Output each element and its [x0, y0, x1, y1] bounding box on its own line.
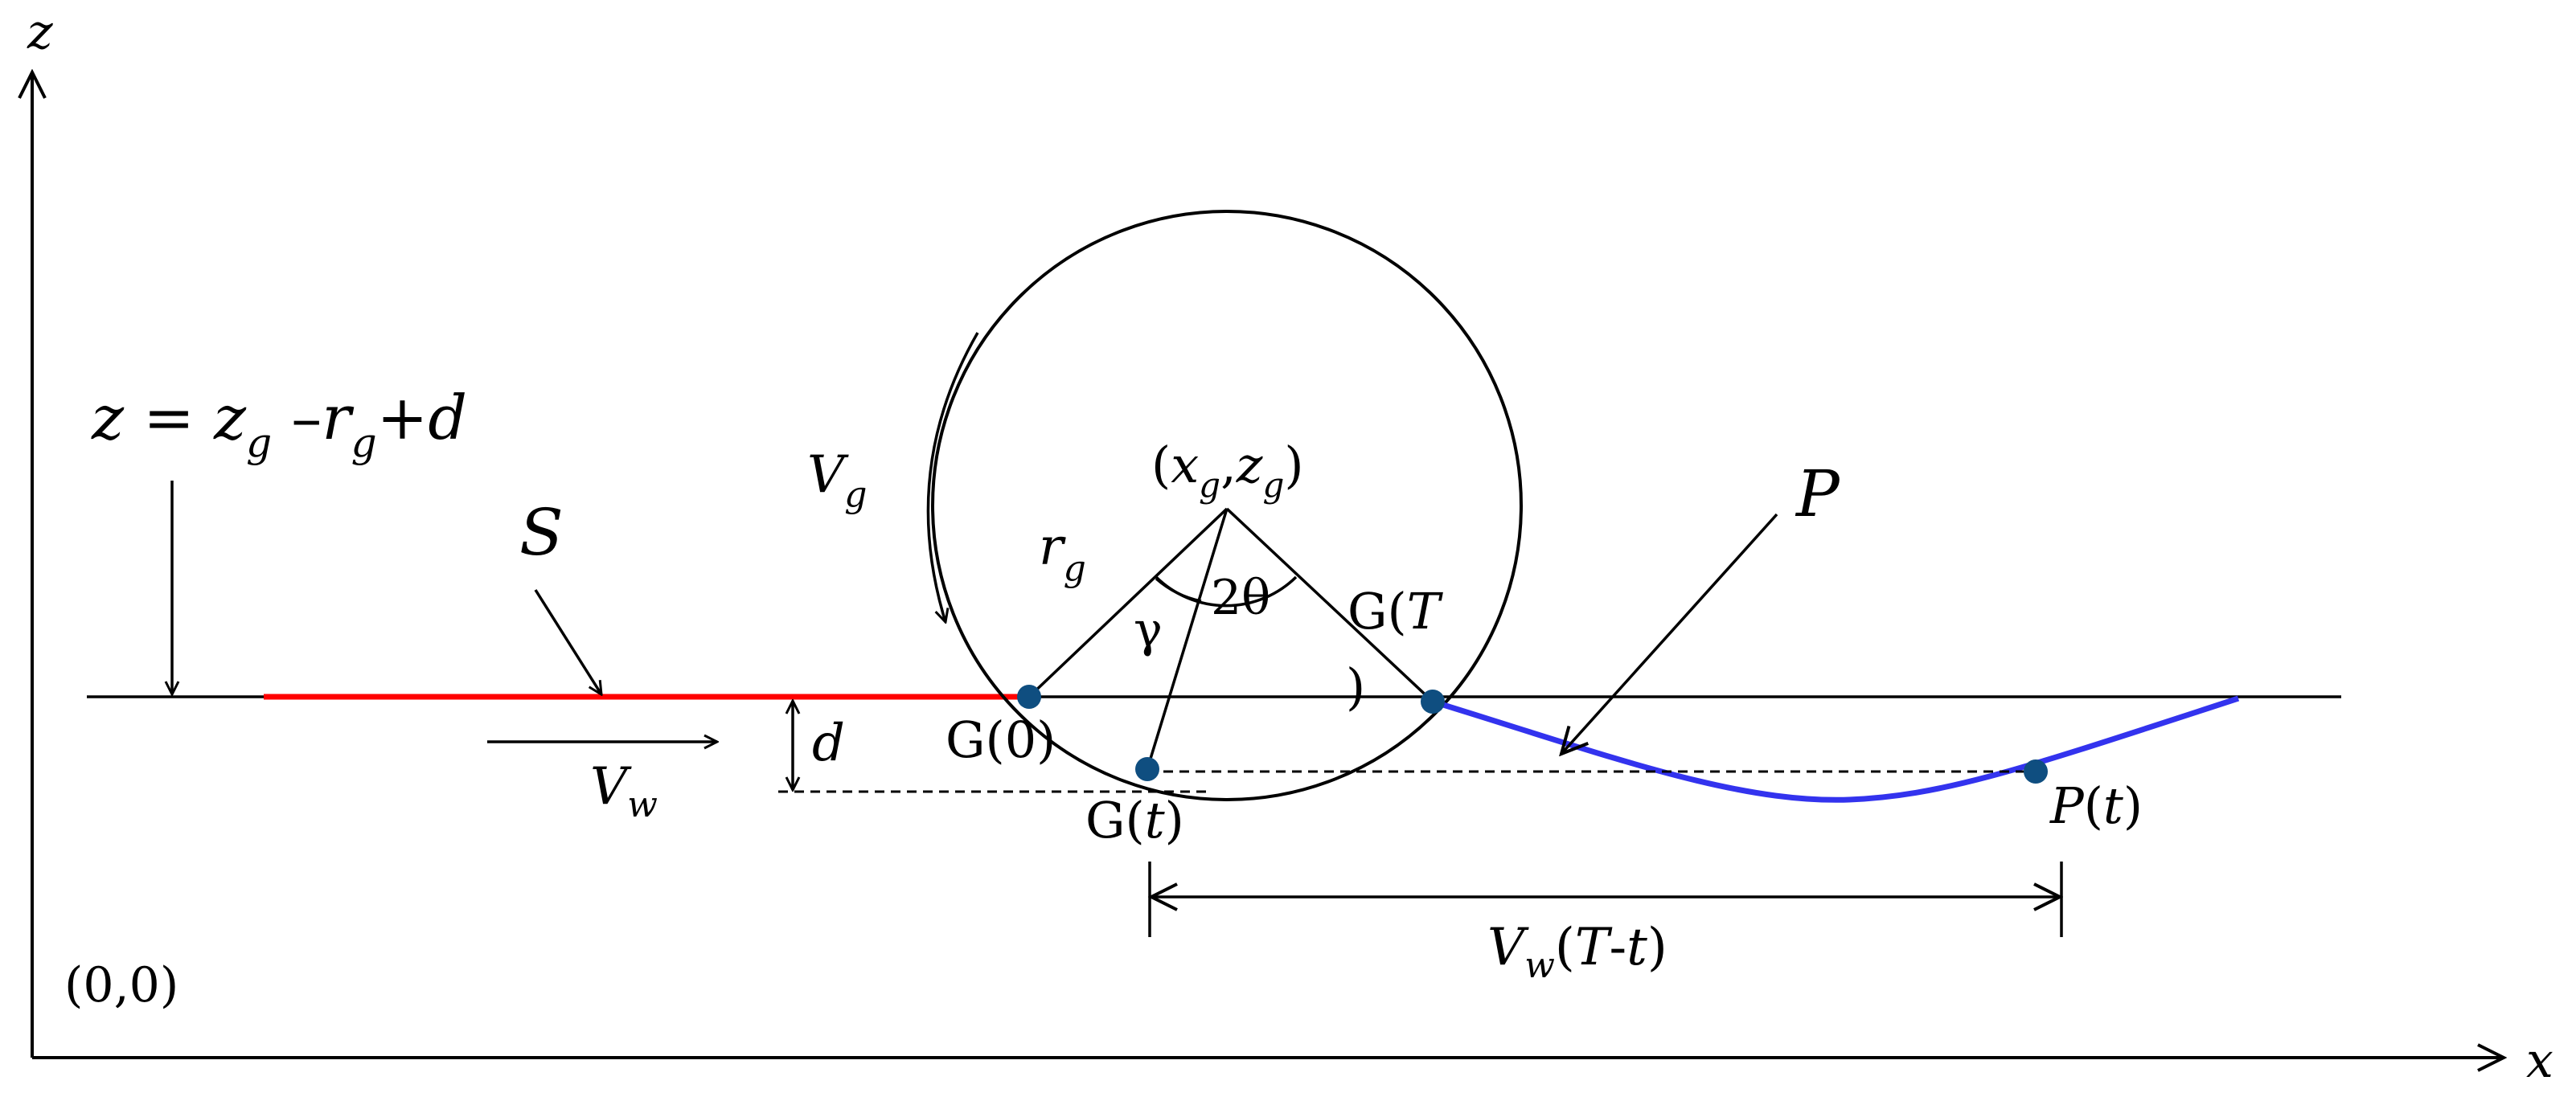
g0-label: G(0) — [945, 710, 1056, 769]
gT-label-close: ) — [1346, 657, 1365, 716]
point-g0 — [1017, 685, 1041, 709]
radius-line-gT — [1225, 507, 1434, 703]
origin-label: (0,0) — [64, 957, 178, 1013]
angle-arc-2theta — [1155, 575, 1298, 608]
wheel-center-label: (xg,zg) — [1151, 436, 1304, 505]
cut-level-equation: z = zg –rg+d — [91, 382, 467, 466]
z-axis-label: z — [27, 4, 53, 60]
radius-label: rg — [1039, 518, 1086, 589]
radius-line-g0 — [1028, 507, 1229, 698]
point-gt — [1135, 757, 1159, 781]
profile-label: P — [1795, 456, 1840, 531]
gt-label: G(t) — [1085, 791, 1184, 849]
distance-label: Vw(T-t) — [1487, 918, 1667, 986]
profile-pointer — [1561, 513, 1778, 754]
point-pt — [2024, 759, 2048, 784]
grinding-wheel — [931, 210, 1523, 801]
surface-pointer — [534, 589, 601, 694]
gamma-label: γ — [1134, 602, 1163, 658]
radius-line-gt — [1146, 508, 1229, 770]
depth-label: d — [812, 714, 845, 773]
surface-label: S — [519, 495, 564, 570]
workpiece-velocity-label: Vw — [590, 757, 658, 825]
point-gT — [1421, 690, 1445, 714]
x-axis-label: x — [2526, 1033, 2553, 1089]
pt-label: P(t) — [2049, 776, 2143, 835]
gT-label: G(T — [1347, 582, 1444, 641]
two-theta-label: 2θ — [1211, 570, 1270, 626]
wheel-rotation-arrow — [926, 332, 979, 622]
grinding-velocity-label: Vg — [807, 445, 867, 515]
